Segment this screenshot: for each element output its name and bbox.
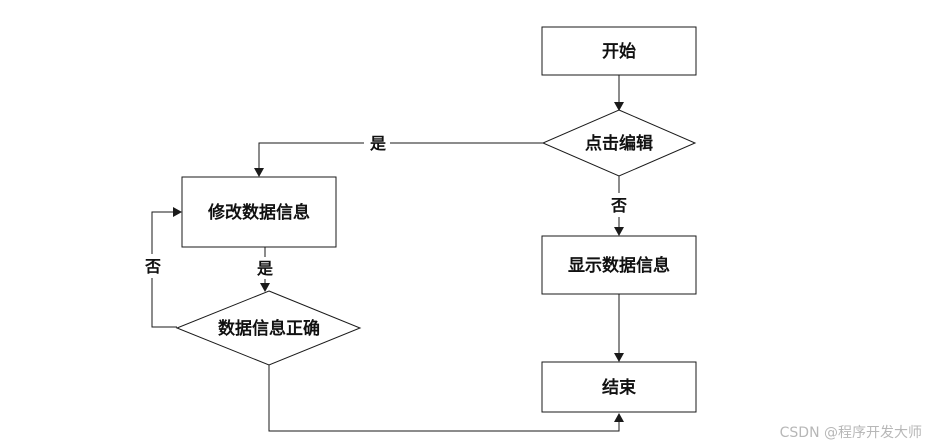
arrowhead-loop-modify bbox=[173, 207, 182, 217]
node-end: 结束 bbox=[541, 361, 697, 413]
arrowhead-end-top bbox=[614, 353, 624, 362]
node-modify-info-label: 修改数据信息 bbox=[207, 202, 310, 223]
node-click-edit-label: 点击编辑 bbox=[585, 133, 653, 154]
node-click-edit: 点击编辑 bbox=[541, 109, 697, 177]
edge-label-modify-yes: 是 bbox=[256, 259, 273, 278]
node-show-info-label: 显示数据信息 bbox=[568, 255, 670, 276]
edge-label-click-edit-no: 否 bbox=[610, 196, 627, 215]
node-end-label: 结束 bbox=[602, 377, 636, 398]
edge-correct-to-end bbox=[268, 365, 620, 432]
node-info-correct: 数据信息正确 bbox=[175, 290, 362, 366]
edge-click-edit-yes bbox=[258, 142, 543, 170]
node-show-info: 显示数据信息 bbox=[541, 235, 697, 295]
arrowhead-show-info bbox=[614, 227, 624, 236]
watermark: CSDN @程序开发大师 bbox=[779, 425, 922, 441]
arrowhead-modify-info bbox=[254, 168, 264, 177]
node-start-label: 开始 bbox=[602, 41, 636, 62]
node-modify-info: 修改数据信息 bbox=[181, 176, 337, 248]
edge-label-correct-no: 否 bbox=[144, 257, 161, 276]
arrowhead-click-edit bbox=[614, 102, 624, 111]
arrowhead-info-correct bbox=[260, 283, 270, 292]
node-start: 开始 bbox=[541, 26, 697, 76]
edge-label-click-edit-yes: 是 bbox=[369, 134, 386, 153]
node-info-correct-label: 数据信息正确 bbox=[218, 318, 320, 339]
arrowhead-end-bottom bbox=[614, 413, 624, 422]
